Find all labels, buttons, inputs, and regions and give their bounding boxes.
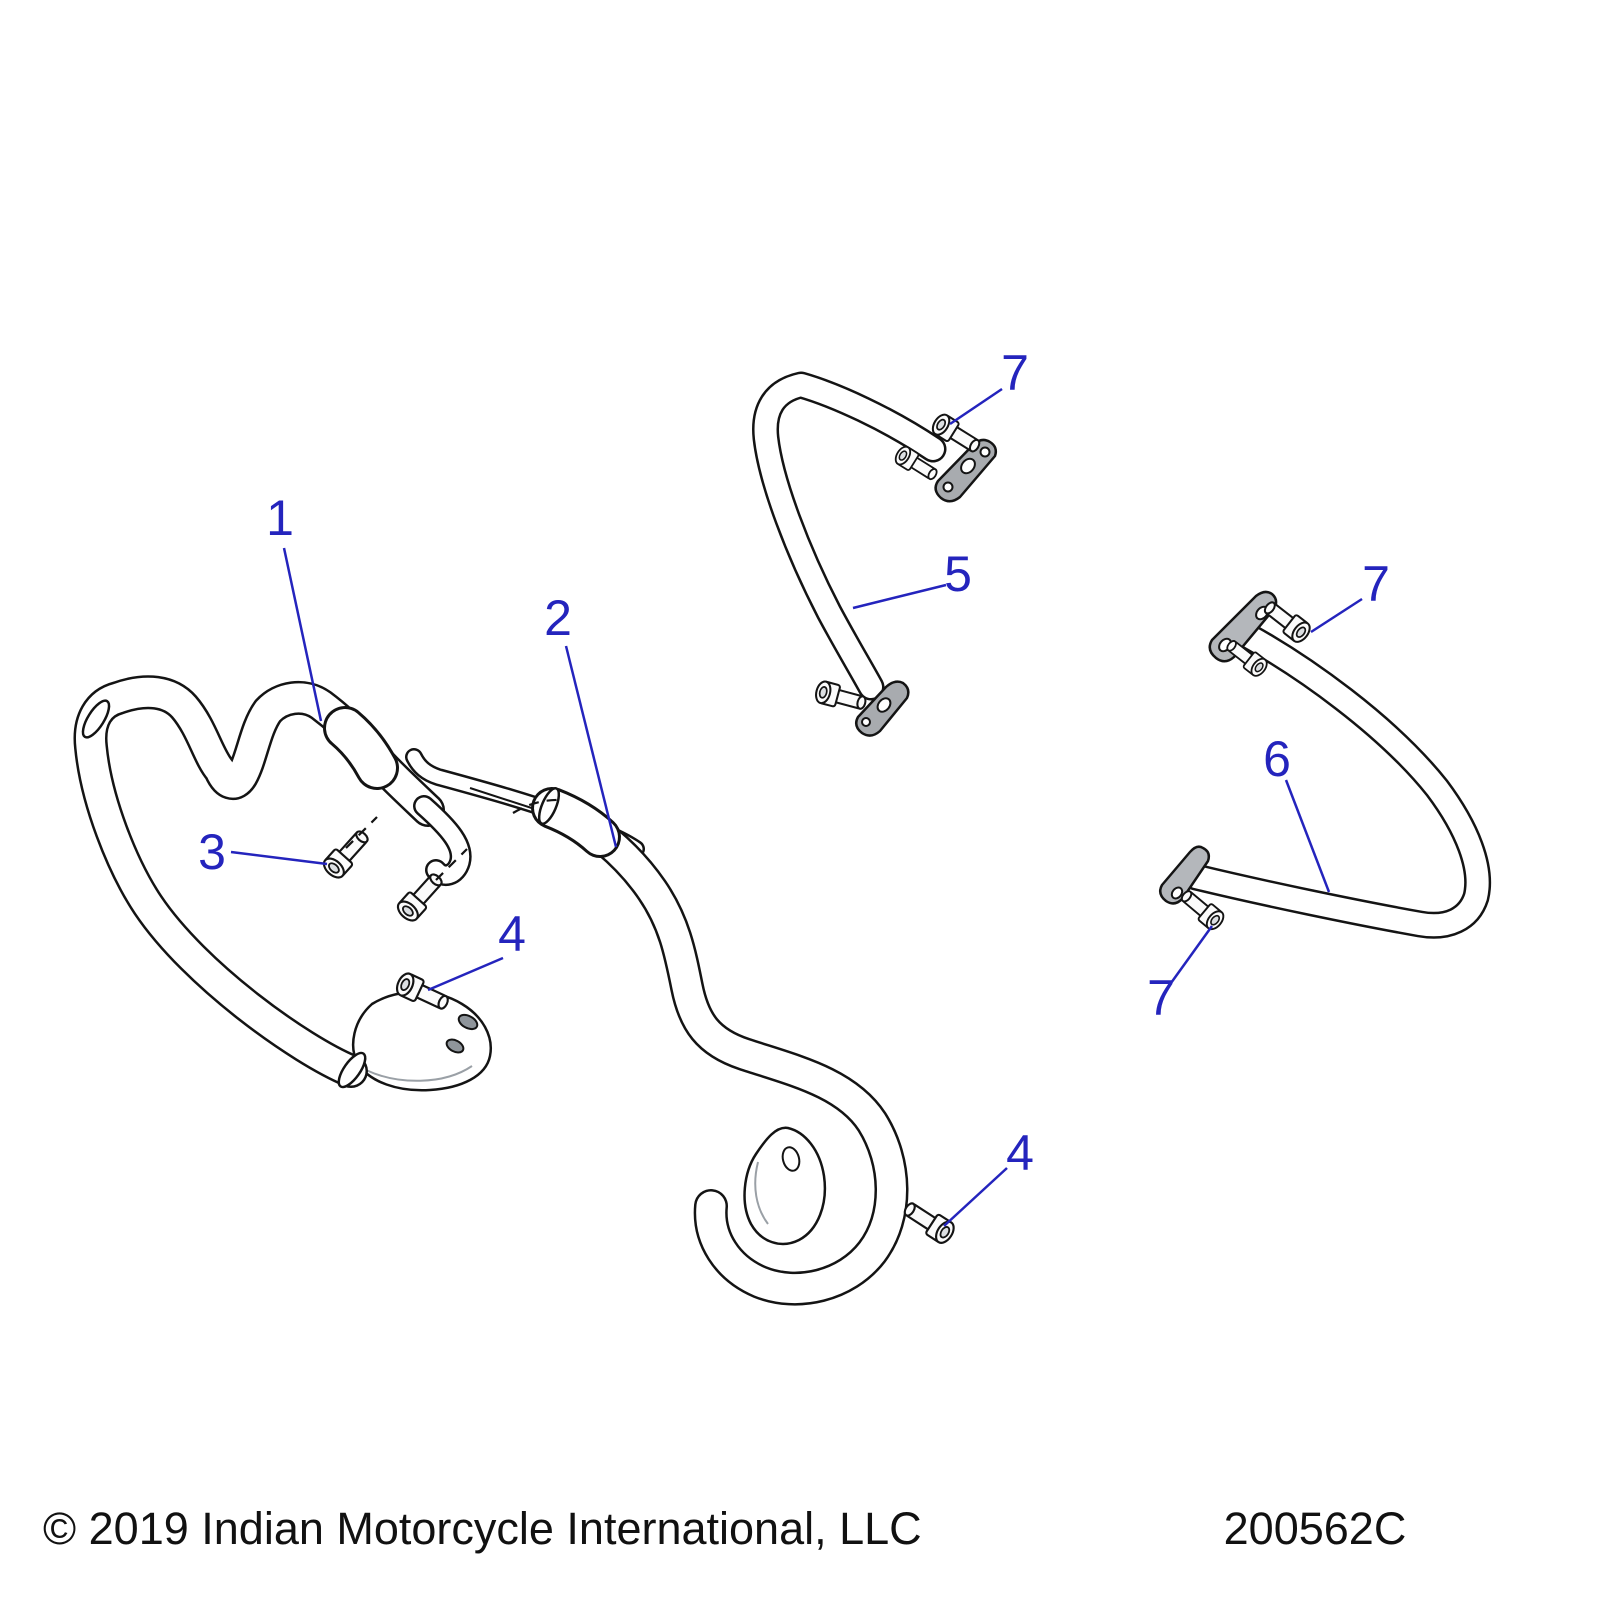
flange-hole [876, 697, 892, 713]
part-2-end-cap [537, 787, 561, 825]
copyright-text: © 2019 Indian Motorcycle International, … [43, 1503, 922, 1554]
part-1-top-end-cap [81, 699, 111, 739]
part-1-mounting-pad [351, 990, 492, 1092]
leader-line-1 [282, 547, 323, 722]
callout-7c: 7 [1147, 970, 1175, 1026]
callout-labels: 1 2 3 4 4 5 6 7 7 7 [198, 345, 1390, 1181]
callout-6: 6 [1263, 731, 1291, 787]
drawing-number: 200562C [1224, 1503, 1407, 1554]
flange-plate [1158, 845, 1211, 905]
callout-4a: 4 [498, 906, 526, 962]
leader-lines [230, 387, 1363, 1227]
part-6-bottom-flange [1158, 845, 1211, 905]
bolt-axis-dash [435, 848, 468, 881]
part-6-tube-fill [1185, 626, 1489, 937]
flange-hole [960, 457, 976, 475]
eyelet-hole [781, 1146, 801, 1172]
part-1-hook-fill [415, 797, 470, 884]
callout-3: 3 [198, 824, 226, 880]
callout-5: 5 [944, 546, 972, 602]
callout-7b: 7 [1362, 556, 1390, 612]
flange-hole [861, 717, 871, 727]
callout-4b: 4 [1006, 1125, 1034, 1181]
part-5-tube-fill [754, 374, 944, 698]
leader-line-7c [1169, 925, 1214, 984]
leader-line-7a [949, 387, 1003, 426]
flange-hole [1170, 886, 1184, 900]
pad-slot-hole [457, 1013, 479, 1031]
flange-hole [942, 481, 954, 493]
part-2-front-highway-bar [531, 787, 909, 1306]
part-5-rear-highway-bar [752, 371, 998, 737]
eyelet-shade [754, 1161, 769, 1225]
part-2-tube-fill [535, 791, 906, 1303]
leader-line-3 [230, 850, 328, 866]
leader-line-4a [427, 956, 504, 992]
clamp-mating-dash [512, 798, 562, 814]
callout-7a: 7 [1001, 345, 1029, 401]
part-1-tube-fill [76, 677, 443, 1086]
part-5-bottom-flange [854, 680, 910, 737]
leader-line-4b [943, 1167, 1008, 1227]
callout-1: 1 [266, 490, 294, 546]
eyelet-shape [743, 1126, 827, 1246]
part-2-eyelet-bracket [743, 1126, 827, 1246]
part-6-rear-highway-bar [1158, 590, 1492, 939]
footer: © 2019 Indian Motorcycle International, … [43, 1503, 1406, 1554]
flange-hole [979, 446, 991, 458]
leader-line-6 [1284, 779, 1331, 893]
part-1-front-highway-bar [73, 675, 492, 1092]
mounting-pad-shade [365, 1065, 473, 1082]
mounting-pad-shape [351, 990, 492, 1092]
pad-slot-hole [445, 1038, 465, 1054]
part-2-sleeve-fill [534, 790, 618, 855]
part-1-bottom-end-cap [337, 1051, 367, 1089]
callout-2: 2 [544, 590, 572, 646]
leader-line-2 [564, 645, 618, 848]
bolt-icon [319, 824, 375, 883]
part-1-clamp-fill [326, 709, 396, 787]
leader-line-7b [1310, 597, 1363, 634]
bolt-axis-dash [345, 816, 378, 849]
leader-line-5 [852, 583, 947, 610]
hidden-edge-dashes [345, 798, 562, 881]
